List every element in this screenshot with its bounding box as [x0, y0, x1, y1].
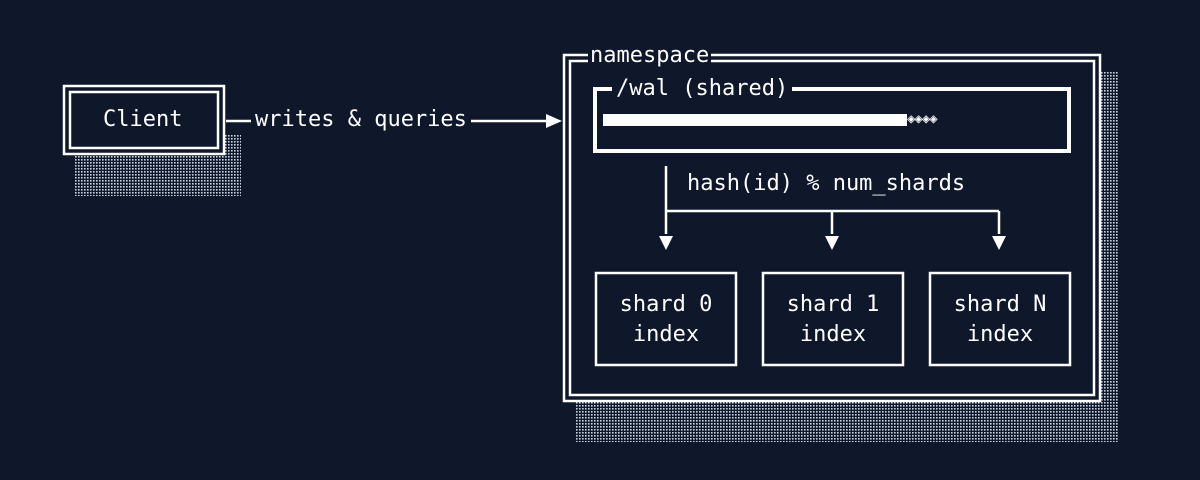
client-label: Client [103, 107, 183, 132]
shard-1-arrow-icon [825, 236, 839, 250]
shard-0-box [594, 271, 738, 367]
namespace-title: namespace [588, 43, 712, 68]
shard-1-name: shard 1 [786, 292, 880, 317]
shard-n-box [928, 271, 1072, 367]
routing-tree [664, 166, 1001, 234]
client-box[interactable] [62, 84, 226, 156]
wal-progress-bar [603, 114, 907, 126]
shard-0-arrow-icon [659, 236, 673, 250]
shard-n-sub: index [966, 322, 1034, 347]
shard-n-label: shard N index [930, 290, 1070, 350]
wal-title: /wal (shared) [612, 78, 793, 100]
edge-label: writes & queries [251, 109, 471, 131]
routing-label: hash(id) % num_shards [687, 171, 966, 196]
shard-0-label: shard 0 index [596, 290, 736, 350]
shard-0-sub: index [632, 322, 700, 347]
shard-n-arrow-icon [992, 236, 1006, 250]
wal-tail-marks: ◈◈◈◈ [907, 111, 938, 127]
shard-1-sub: index [799, 322, 867, 347]
shard-n-name: shard N [953, 292, 1047, 317]
shard-1-box [761, 271, 905, 367]
wal-box [593, 87, 1071, 153]
shard-1-label: shard 1 index [763, 290, 903, 350]
shard-0-name: shard 0 [619, 292, 713, 317]
